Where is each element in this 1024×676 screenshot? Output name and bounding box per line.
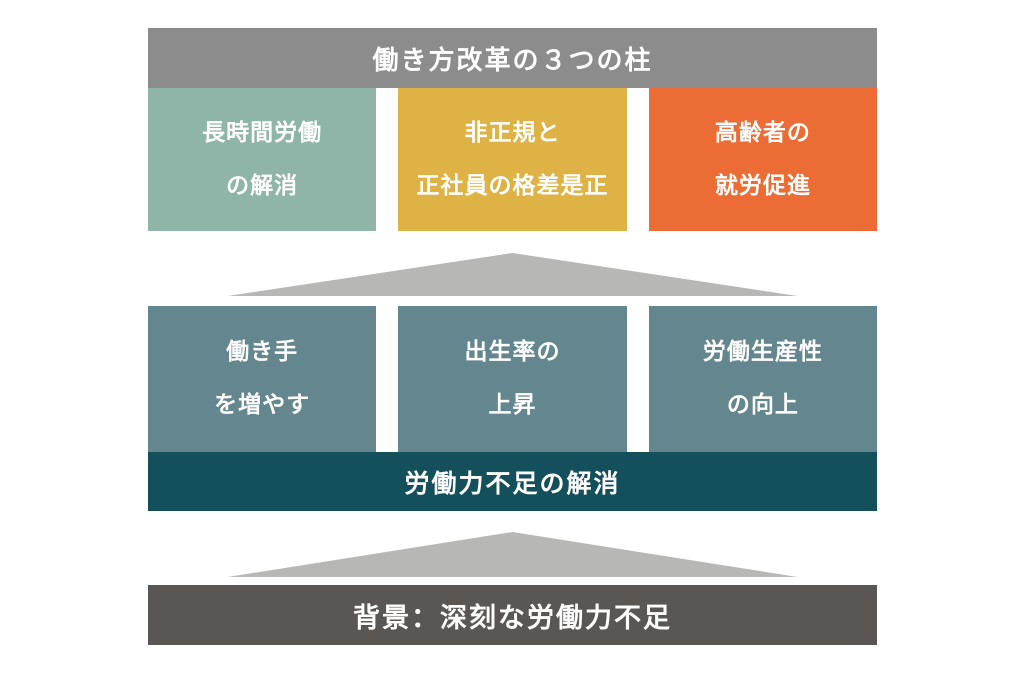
pillar-line: の解消 bbox=[226, 172, 299, 199]
measure-line: 労働生産性 bbox=[702, 339, 823, 366]
measure-line: の向上 bbox=[726, 392, 799, 418]
goal-label: 労働力不足の解消 bbox=[404, 468, 621, 498]
diagram-column: 働き方改革の３つの柱 長時間労働 の解消 非正規と 正社員の格差是正 高齢者の … bbox=[148, 28, 877, 645]
title-bar: 働き方改革の３つの柱 bbox=[148, 28, 877, 88]
pillars-row: 長時間労働 の解消 非正規と 正社員の格差是正 高齢者の 就労促進 bbox=[148, 88, 877, 231]
measure-box-productivity: 労働生産性 の向上 bbox=[648, 306, 877, 452]
spacer bbox=[148, 577, 877, 585]
connector-2 bbox=[148, 532, 877, 577]
measure-box-birth-rate: 出生率の 上昇 bbox=[398, 306, 627, 452]
measure-line: を増やす bbox=[214, 392, 311, 418]
spacer bbox=[148, 296, 877, 306]
pillar-box-equal-pay: 非正規と 正社員の格差是正 bbox=[398, 88, 627, 231]
pillar-box-senior-employment: 高齢者の 就労促進 bbox=[648, 88, 877, 231]
measure-line: 出生率の bbox=[464, 339, 561, 366]
measures-row: 働き手 を増やす 出生率の 上昇 労働生産性 の向上 bbox=[148, 306, 877, 452]
measure-box-more-workers: 働き手 を増やす bbox=[148, 306, 377, 452]
diagram-title: 働き方改革の３つの柱 bbox=[372, 45, 653, 76]
background-label: 背景：深刻な労働力不足 bbox=[353, 602, 672, 634]
triangle-up-icon bbox=[227, 253, 798, 296]
measure-line: 働き手 bbox=[226, 339, 299, 366]
pillar-line: 高齢者の bbox=[714, 119, 811, 146]
pillar-line: 正社員の格差是正 bbox=[416, 172, 609, 199]
goal-bar: 労働力不足の解消 bbox=[148, 452, 877, 511]
pillar-line: 非正規と bbox=[464, 119, 561, 146]
measure-line: 上昇 bbox=[488, 392, 537, 418]
pillar-line: 就労促進 bbox=[714, 172, 811, 199]
pillar-box-long-hours: 長時間労働 の解消 bbox=[148, 88, 377, 231]
pillar-line: 長時間労働 bbox=[202, 119, 323, 146]
background-bar: 背景：深刻な労働力不足 bbox=[148, 585, 877, 645]
connector-1 bbox=[148, 253, 877, 296]
triangle-up-icon bbox=[227, 532, 798, 577]
